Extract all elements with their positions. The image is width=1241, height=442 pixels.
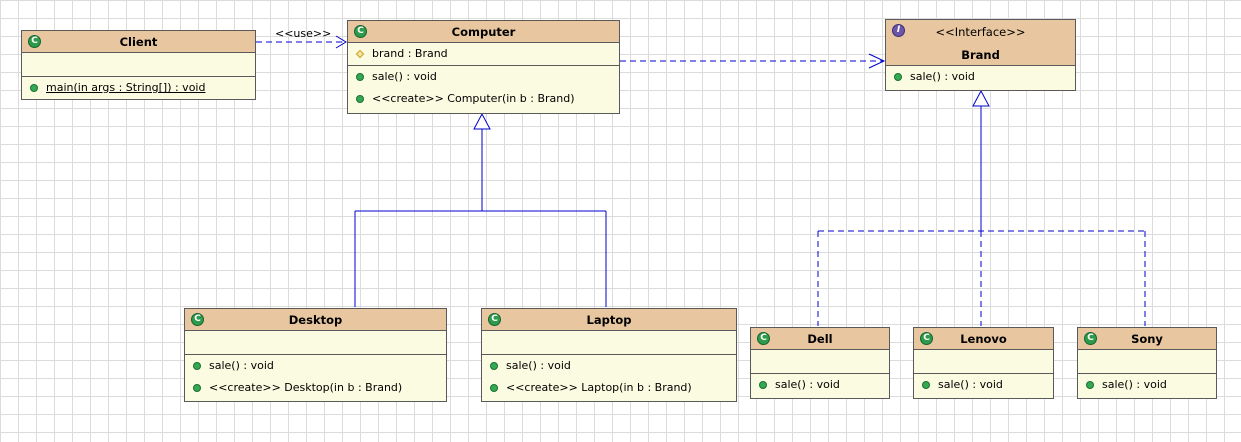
public-method-icon bbox=[490, 384, 498, 392]
class-header: C Computer bbox=[348, 21, 619, 43]
method-signature: sale() : void bbox=[910, 70, 975, 83]
attributes-compartment: brand : Brand bbox=[348, 43, 619, 66]
attributes-compartment bbox=[1078, 350, 1216, 374]
methods-compartment: sale() : void <<create>> Desktop(in b : … bbox=[185, 355, 446, 399]
methods-compartment: sale() : void bbox=[886, 66, 1075, 88]
class-client[interactable]: C Client main(in args : String[]) : void bbox=[21, 30, 256, 100]
method-signature: sale() : void bbox=[775, 378, 840, 391]
class-header: C Client bbox=[22, 31, 255, 53]
attribute-row[interactable]: brand : Brand bbox=[348, 43, 619, 65]
class-sony[interactable]: C Sony sale() : void bbox=[1077, 327, 1217, 399]
method-row[interactable]: sale() : void bbox=[185, 355, 446, 377]
class-name: Lenovo bbox=[960, 332, 1007, 346]
class-computer[interactable]: C Computer brand : Brand sale() : void <… bbox=[347, 20, 620, 114]
method-row[interactable]: <<create>> Laptop(in b : Brand) bbox=[482, 377, 736, 399]
method-signature: sale() : void bbox=[209, 359, 274, 372]
method-row[interactable]: sale() : void bbox=[886, 66, 1075, 88]
method-row[interactable]: sale() : void bbox=[914, 374, 1053, 396]
generalization-arrowhead bbox=[473, 112, 491, 130]
class-icon: C bbox=[191, 313, 204, 326]
class-desktop[interactable]: C Desktop sale() : void <<create>> Deskt… bbox=[184, 308, 447, 402]
attributes-compartment bbox=[185, 331, 446, 355]
public-method-icon bbox=[1086, 381, 1094, 389]
method-signature: sale() : void bbox=[506, 359, 571, 372]
method-row[interactable]: sale() : void bbox=[751, 374, 889, 396]
method-signature: <<create>> Desktop(in b : Brand) bbox=[209, 381, 403, 394]
class-header: C Sony bbox=[1078, 328, 1216, 350]
class-dell[interactable]: C Dell sale() : void bbox=[750, 327, 890, 399]
class-name: Desktop bbox=[288, 313, 343, 327]
dependency-arrowhead bbox=[335, 35, 347, 49]
method-signature: <<create>> Laptop(in b : Brand) bbox=[506, 381, 692, 394]
method-signature: sale() : void bbox=[938, 378, 1003, 391]
methods-compartment: sale() : void bbox=[751, 374, 889, 396]
public-method-icon bbox=[30, 84, 38, 92]
attributes-compartment bbox=[482, 331, 736, 355]
class-icon: C bbox=[28, 35, 41, 48]
class-name: Sony bbox=[1131, 332, 1163, 346]
class-name: Dell bbox=[807, 332, 833, 346]
class-lenovo[interactable]: C Lenovo sale() : void bbox=[913, 327, 1054, 399]
class-icon: C bbox=[1084, 332, 1097, 345]
class-name: Laptop bbox=[586, 313, 632, 327]
method-row[interactable]: main(in args : String[]) : void bbox=[22, 77, 255, 99]
method-row[interactable]: sale() : void bbox=[1078, 374, 1216, 396]
method-signature: sale() : void bbox=[372, 70, 437, 83]
class-header: C Dell bbox=[751, 328, 889, 350]
class-header: C Lenovo bbox=[914, 328, 1053, 350]
public-method-icon bbox=[490, 362, 498, 370]
class-laptop[interactable]: C Laptop sale() : void <<create>> Laptop… bbox=[481, 308, 737, 402]
class-name: Client bbox=[119, 35, 158, 49]
public-method-icon bbox=[922, 381, 930, 389]
method-row[interactable]: sale() : void bbox=[482, 355, 736, 377]
method-signature: main(in args : String[]) : void bbox=[46, 81, 206, 94]
method-row[interactable]: <<create>> Computer(in b : Brand) bbox=[348, 88, 619, 110]
interface-icon: I bbox=[892, 24, 905, 37]
methods-compartment: sale() : void bbox=[914, 374, 1053, 396]
class-icon: C bbox=[757, 332, 770, 345]
class-header: C Laptop bbox=[482, 309, 736, 331]
methods-compartment: main(in args : String[]) : void bbox=[22, 77, 255, 99]
methods-compartment: sale() : void <<create>> Laptop(in b : B… bbox=[482, 355, 736, 399]
attributes-compartment bbox=[751, 350, 889, 374]
public-method-icon bbox=[193, 362, 201, 370]
class-icon: C bbox=[488, 313, 501, 326]
stereotype-label: <<Interface>> bbox=[935, 25, 1026, 39]
class-header: C Desktop bbox=[185, 309, 446, 331]
protected-attribute-icon bbox=[355, 49, 365, 59]
methods-compartment: sale() : void <<create>> Computer(in b :… bbox=[348, 66, 619, 110]
public-method-icon bbox=[759, 381, 767, 389]
association-arrowhead bbox=[868, 53, 886, 69]
attribute-signature: brand : Brand bbox=[372, 47, 448, 60]
method-signature: <<create>> Computer(in b : Brand) bbox=[372, 92, 575, 105]
public-method-icon bbox=[894, 73, 902, 81]
public-method-icon bbox=[356, 73, 364, 81]
interface-header: I <<Interface>> Brand bbox=[886, 20, 1075, 66]
method-signature: sale() : void bbox=[1102, 378, 1167, 391]
class-icon: C bbox=[354, 25, 367, 38]
attributes-compartment bbox=[914, 350, 1053, 374]
attributes-compartment bbox=[22, 53, 255, 77]
public-method-icon bbox=[193, 384, 201, 392]
interface-brand[interactable]: I <<Interface>> Brand sale() : void bbox=[885, 19, 1076, 91]
methods-compartment: sale() : void bbox=[1078, 374, 1216, 396]
realization-arrowhead bbox=[972, 89, 990, 107]
method-row[interactable]: sale() : void bbox=[348, 66, 619, 88]
public-method-icon bbox=[356, 95, 364, 103]
class-icon: C bbox=[920, 332, 933, 345]
interface-name: Brand bbox=[961, 48, 1000, 62]
class-name: Computer bbox=[451, 25, 516, 39]
method-row[interactable]: <<create>> Desktop(in b : Brand) bbox=[185, 377, 446, 399]
use-label: <<use>> bbox=[275, 27, 332, 40]
